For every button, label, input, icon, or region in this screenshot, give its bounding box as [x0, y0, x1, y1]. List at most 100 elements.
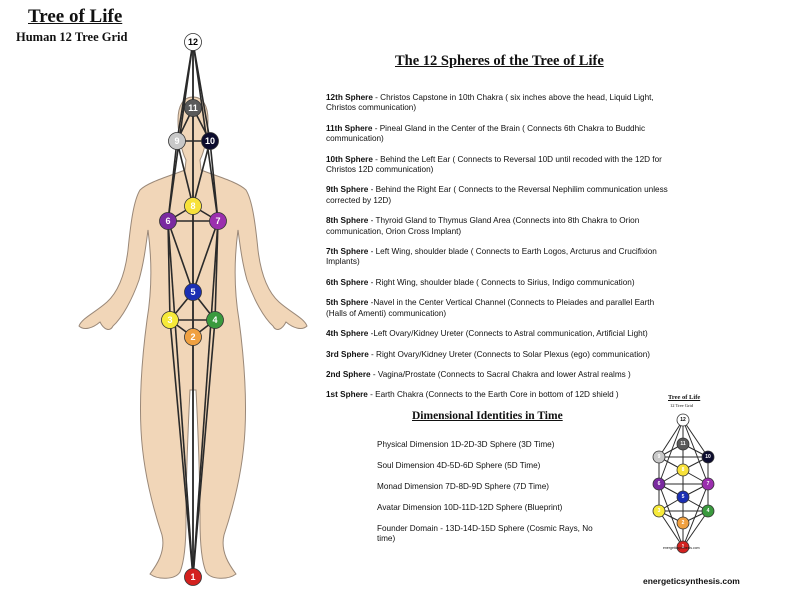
sphere-circle — [701, 450, 715, 464]
mini-sphere-10: 10 — [701, 450, 715, 464]
sphere-circle — [652, 504, 666, 518]
mini-sphere-2: 2 — [676, 516, 690, 530]
sphere-circle — [676, 516, 690, 530]
dimension-entry: Soul Dimension 4D-5D-6D Sphere (5D Time) — [377, 460, 541, 470]
sphere-entry-7: 7th Sphere - Left Wing, shoulder blade (… — [326, 247, 671, 268]
main-sphere-7: 7 — [209, 212, 227, 230]
sphere-name: 5th Sphere — [326, 298, 369, 308]
sphere-label: 12 — [188, 37, 198, 47]
sphere-entry-11: 11th Sphere - Pineal Gland in the Center… — [326, 124, 671, 145]
sphere-label: 8 — [190, 201, 195, 211]
connection-line-6-3 — [167, 220, 171, 321]
connection-line-12-10 — [682, 419, 709, 458]
sphere-list: 12th Sphere - Christos Capstone in 10th … — [326, 93, 671, 411]
connection-line-12-6 — [658, 419, 684, 485]
sphere-entry-4: 4th Sphere -Left Ovary/Kidney Ureter (Co… — [326, 329, 671, 339]
sphere-description: - Right Ovary/Kidney Ureter (Connects to… — [368, 349, 650, 359]
sphere-circle — [676, 413, 690, 427]
sphere-name: 12th Sphere — [326, 93, 373, 102]
sphere-name: 1st Sphere — [326, 390, 368, 400]
sphere-name: 4th Sphere — [326, 329, 369, 339]
connection-line-12-7 — [192, 41, 219, 222]
sphere-circle — [206, 311, 224, 329]
dimensions-list: Physical Dimension 1D-2D-3D Sphere (3D T… — [377, 440, 607, 555]
sphere-label: 4 — [707, 508, 710, 514]
sphere-label: 5 — [682, 494, 685, 500]
sphere-entry-8: 8th Sphere - Thyroid Gland to Thymus Gla… — [326, 216, 671, 237]
main-sphere-4: 4 — [206, 311, 224, 329]
sphere-description: -Left Ovary/Kidney Ureter (Connects to A… — [368, 329, 648, 339]
sphere-label: 1 — [190, 572, 195, 582]
sphere-description: - Christos Capstone in 10th Chakra ( six… — [326, 93, 654, 113]
sphere-circle — [209, 212, 227, 230]
sphere-circle — [676, 490, 690, 504]
sphere-circle — [184, 197, 202, 215]
sphere-entry-5: 5th Sphere -Navel in the Center Vertical… — [326, 298, 671, 319]
sphere-name: 3rd Sphere — [326, 349, 369, 359]
mini-diagram-subtitle: 12 Tree Grid — [670, 403, 694, 408]
sphere-circle — [676, 437, 690, 451]
dimension-entry: Avatar Dimension 10D-11D-12D Sphere (Blu… — [377, 502, 563, 512]
sphere-label: 6 — [658, 481, 661, 487]
sphere-label: 7 — [707, 481, 710, 487]
mini-diagram-title: Tree of Life — [668, 394, 701, 401]
sphere-circle — [652, 450, 666, 464]
sphere-circle — [676, 463, 690, 477]
sphere-name: 11th Sphere — [326, 123, 373, 133]
mini-diagram-credit: energeticsynthesis.com — [663, 546, 700, 550]
sphere-label: 10 — [205, 136, 215, 146]
sphere-name: 6th Sphere — [326, 277, 369, 287]
main-sphere-2: 2 — [184, 328, 202, 346]
sphere-label: 2 — [190, 332, 195, 342]
sphere-description: - Behind the Left Ear ( Connects to Reve… — [326, 154, 662, 175]
sphere-label: 12 — [680, 417, 686, 423]
mini-sphere-5: 5 — [676, 490, 690, 504]
sphere-label: 1 — [682, 544, 685, 550]
connection-line-4-1 — [682, 510, 709, 548]
sphere-description: -Navel in the Center Vertical Channel (C… — [326, 298, 655, 318]
sphere-label: 5 — [190, 287, 195, 297]
sphere-label: 10 — [705, 454, 711, 460]
connection-line-7-5 — [192, 220, 219, 293]
sphere-description: - Thyroid Gland to Thymus Gland Area (Co… — [326, 216, 640, 236]
sphere-circle — [184, 328, 202, 346]
sphere-circle — [168, 132, 186, 150]
sphere-circle — [701, 477, 715, 491]
dimension-entry: Monad Dimension 7D-8D-9D Sphere (7D Time… — [377, 481, 550, 491]
main-sphere-11: 11 — [184, 99, 202, 117]
sphere-name: 8th Sphere — [326, 216, 369, 226]
sphere-description: - Behind the Right Ear ( Connects to the… — [326, 185, 668, 205]
connection-line-12-9 — [658, 419, 684, 458]
connection-line-12-7 — [682, 419, 709, 485]
mini-sphere-4: 4 — [701, 504, 715, 518]
page-subtitle: Human 12 Tree Grid — [16, 30, 128, 44]
sphere-label: 11 — [680, 441, 686, 447]
sphere-entry-2: 2nd Sphere - Vagina/Prostate (Connects t… — [326, 370, 671, 380]
main-sphere-10: 10 — [201, 132, 219, 150]
dimension-entry: Physical Dimension 1D-2D-3D Sphere (3D T… — [377, 440, 555, 449]
sphere-description: - Right Wing, shoulder blade ( Connects … — [368, 277, 635, 287]
sphere-label: 11 — [188, 103, 198, 113]
main-sphere-3: 3 — [161, 311, 179, 329]
mini-sphere-6: 6 — [652, 477, 666, 491]
sphere-description: - Left Wing, shoulder blade ( Connects t… — [326, 247, 657, 267]
main-sphere-12: 12 — [184, 33, 202, 51]
sphere-entry-10: 10th Sphere - Behind the Left Ear ( Conn… — [326, 155, 671, 176]
sphere-circle — [184, 33, 202, 51]
connection-line-7-1 — [682, 483, 709, 548]
sphere-name: 2nd Sphere — [326, 369, 371, 379]
main-sphere-5: 5 — [184, 283, 202, 301]
sphere-circle — [184, 283, 202, 301]
sphere-label: 3 — [658, 508, 661, 514]
connection-line-9-8 — [176, 140, 194, 207]
sphere-label: 6 — [165, 216, 170, 226]
sphere-description: - Vagina/Prostate (Connects to Sacral Ch… — [370, 369, 631, 379]
mini-sphere-7: 7 — [701, 477, 715, 491]
sphere-entry-6: 6th Sphere - Right Wing, shoulder blade … — [326, 278, 671, 288]
sphere-entry-3: 3rd Sphere - Right Ovary/Kidney Ureter (… — [326, 350, 671, 360]
sphere-description: - Pineal Gland in the Center of the Brai… — [326, 123, 646, 144]
sphere-circle — [184, 568, 202, 586]
